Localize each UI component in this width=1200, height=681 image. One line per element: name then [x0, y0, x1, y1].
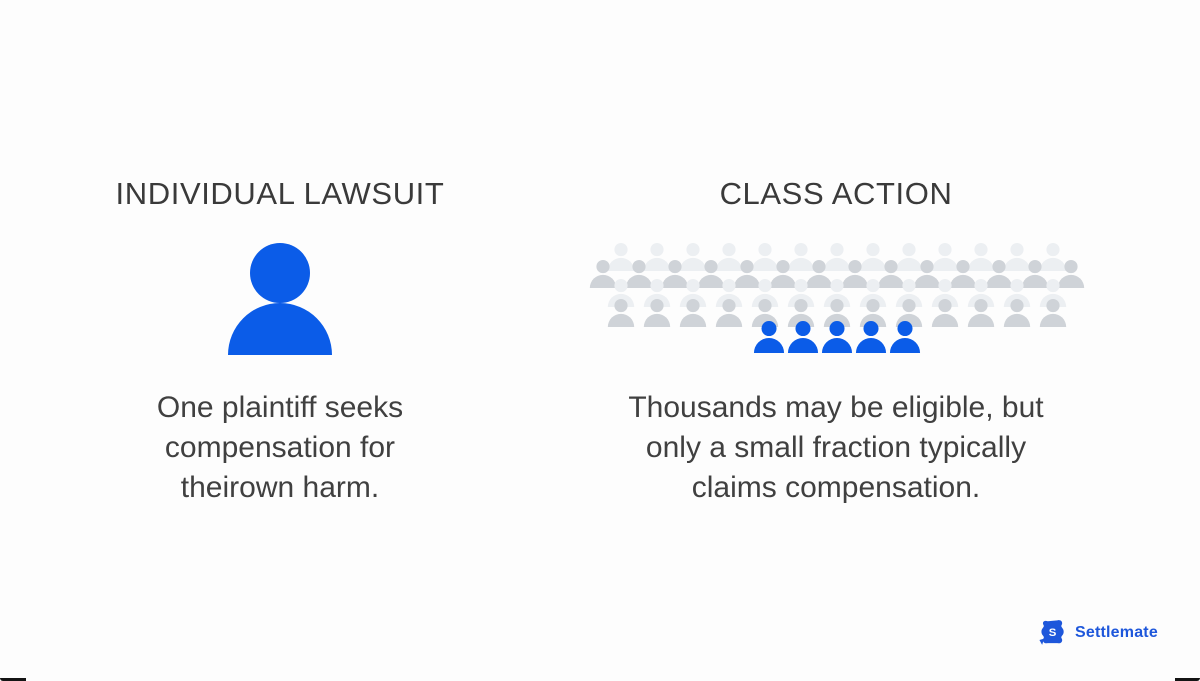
- description-line: theirown harm.: [180, 471, 380, 504]
- person-icon: [1003, 243, 1031, 271]
- class-action-crowd: [588, 243, 1086, 361]
- description-line: claims compensation.: [691, 471, 981, 504]
- person-icon: [1039, 299, 1067, 327]
- class-action-description: Thousands may be eligible, but only a sm…: [566, 388, 1106, 508]
- person-icon: [859, 243, 887, 271]
- crowd-row: [588, 260, 1086, 288]
- person-icon: [769, 260, 797, 288]
- person-icon: [607, 299, 635, 327]
- settlemate-brand-name: Settlemate: [1075, 624, 1158, 641]
- frame-corner-right: [1175, 678, 1200, 681]
- person-icon: [697, 260, 725, 288]
- person-icon: [1003, 299, 1031, 327]
- person-icon: [1057, 260, 1085, 288]
- description-line: Thousands may be eligible, but: [628, 391, 1044, 424]
- crowd-row: [588, 243, 1086, 271]
- person-icon: [913, 260, 941, 288]
- person-icon: [715, 243, 743, 271]
- description-line: only a small fraction typically: [645, 431, 1027, 464]
- frame-corner-left: [0, 678, 26, 681]
- person-icon: [787, 321, 819, 353]
- person-icon: [733, 260, 761, 288]
- person-icon: [715, 299, 743, 327]
- person-icon: [931, 299, 959, 327]
- crowd-row: [588, 299, 1086, 327]
- person-icon: [787, 243, 815, 271]
- person-icon: [967, 243, 995, 271]
- person-icon: [877, 260, 905, 288]
- description-line: compensation for: [164, 431, 396, 464]
- individual-lawsuit-description: One plaintiff seeks compensation for the…: [80, 388, 480, 508]
- person-icon: [1039, 243, 1067, 271]
- person-icon: [967, 299, 995, 327]
- person-icon: [607, 243, 635, 271]
- individual-lawsuit-title: INDIVIDUAL LAWSUIT: [115, 176, 445, 211]
- person-icon: [931, 243, 959, 271]
- single-plaintiff-icon: [228, 243, 332, 355]
- person-icon: [805, 260, 833, 288]
- settlemate-logo-icon: S: [1038, 619, 1068, 647]
- person-icon: [823, 243, 851, 271]
- settlemate-brand: S Settlemate: [1038, 619, 1158, 647]
- person-icon: [751, 243, 779, 271]
- class-action-title: CLASS ACTION: [719, 176, 953, 211]
- person-icon: [228, 243, 332, 355]
- person-icon: [841, 260, 869, 288]
- logo-letter: S: [1049, 627, 1057, 639]
- person-icon: [679, 243, 707, 271]
- person-icon: [643, 299, 671, 327]
- person-icon: [821, 321, 853, 353]
- person-icon: [855, 321, 887, 353]
- person-icon: [889, 321, 921, 353]
- person-icon: [643, 243, 671, 271]
- person-icon: [985, 260, 1013, 288]
- person-icon: [753, 321, 785, 353]
- description-line: One plaintiff seeks: [156, 391, 404, 424]
- person-icon: [679, 299, 707, 327]
- person-icon: [949, 260, 977, 288]
- person-icon: [823, 299, 851, 327]
- person-icon: [1021, 260, 1049, 288]
- person-icon: [661, 260, 689, 288]
- person-icon: [625, 260, 653, 288]
- person-icon: [895, 243, 923, 271]
- crowd-row: [588, 321, 1086, 353]
- person-icon: [589, 260, 617, 288]
- crowd-row: [588, 279, 1086, 307]
